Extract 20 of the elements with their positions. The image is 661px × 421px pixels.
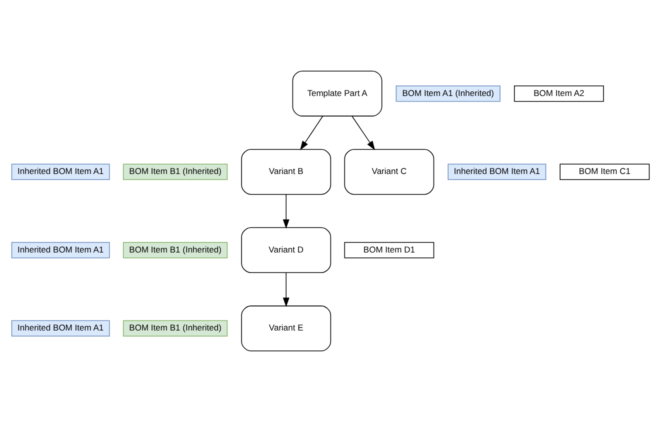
node-box: Variant B — [241, 148, 332, 194]
node-box: BOM Item A2 — [514, 84, 604, 102]
arrow — [300, 115, 324, 150]
node-box: BOM Item B1 (Inherited) — [122, 320, 228, 336]
node-box: BOM Item D1 — [344, 242, 434, 258]
node-box: Variant C — [344, 148, 434, 194]
node-box: Variant E — [241, 305, 332, 351]
node-box: Inherited BOM Item A1 — [11, 163, 110, 180]
node-box: BOM Item C1 — [560, 163, 650, 180]
node-box: BOM Item A1 (Inherited) — [396, 84, 500, 102]
node-box: Inherited BOM Item A1 — [448, 163, 546, 180]
node-box: BOM Item B1 (Inherited) — [122, 163, 228, 180]
arrow — [352, 115, 376, 150]
node-box: Variant D — [241, 226, 332, 272]
node-box: BOM Item B1 (Inherited) — [122, 242, 228, 258]
arrow — [282, 194, 290, 228]
arrow — [282, 272, 290, 306]
node-box: Inherited BOM Item A1 — [11, 242, 110, 258]
node-box: Inherited BOM Item A1 — [11, 320, 110, 336]
node-box: Template Part A — [292, 70, 382, 116]
